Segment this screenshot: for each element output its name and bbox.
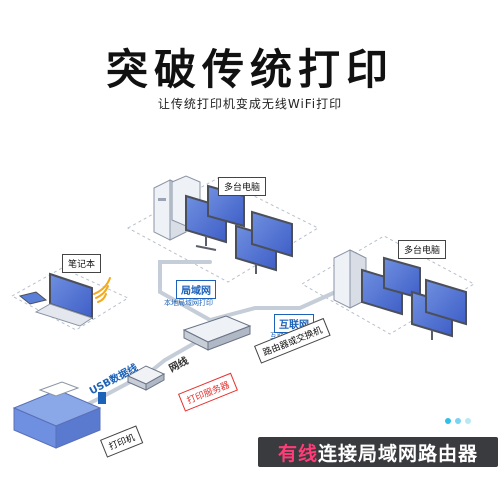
monitor-icon: [251, 210, 293, 258]
computer-group-b: [333, 249, 467, 340]
router-icon: [182, 315, 252, 351]
monitor-icon: [425, 278, 467, 326]
page-subtitle: 让传统打印机变成无线WiFi打印: [157, 97, 343, 111]
banner-text: 连接局域网路由器: [318, 442, 479, 465]
computer-group-a: [153, 175, 293, 274]
printer-icon: [12, 381, 102, 449]
phone-icon: [18, 291, 48, 305]
banner-highlight: 有线: [277, 442, 318, 465]
label-computers-a: 多台电脑: [218, 177, 267, 196]
label-computers-b: 多台电脑: [398, 240, 447, 259]
page-title: 突破传统打印: [105, 45, 394, 94]
usb-connector-icon: [98, 392, 106, 404]
group-area-laptop: [10, 267, 130, 331]
wifi-icon: [93, 277, 111, 303]
label-lan-sub: 本地局域网打印: [164, 299, 213, 307]
print-server-icon: [126, 365, 166, 391]
label-laptop: 笔记本: [62, 254, 102, 273]
laptop-icon: [34, 272, 94, 327]
pagination-dots: [445, 418, 471, 424]
feature-banner: 有线 连接局域网路由器: [258, 437, 498, 467]
label-lan: 局域网: [176, 280, 216, 299]
